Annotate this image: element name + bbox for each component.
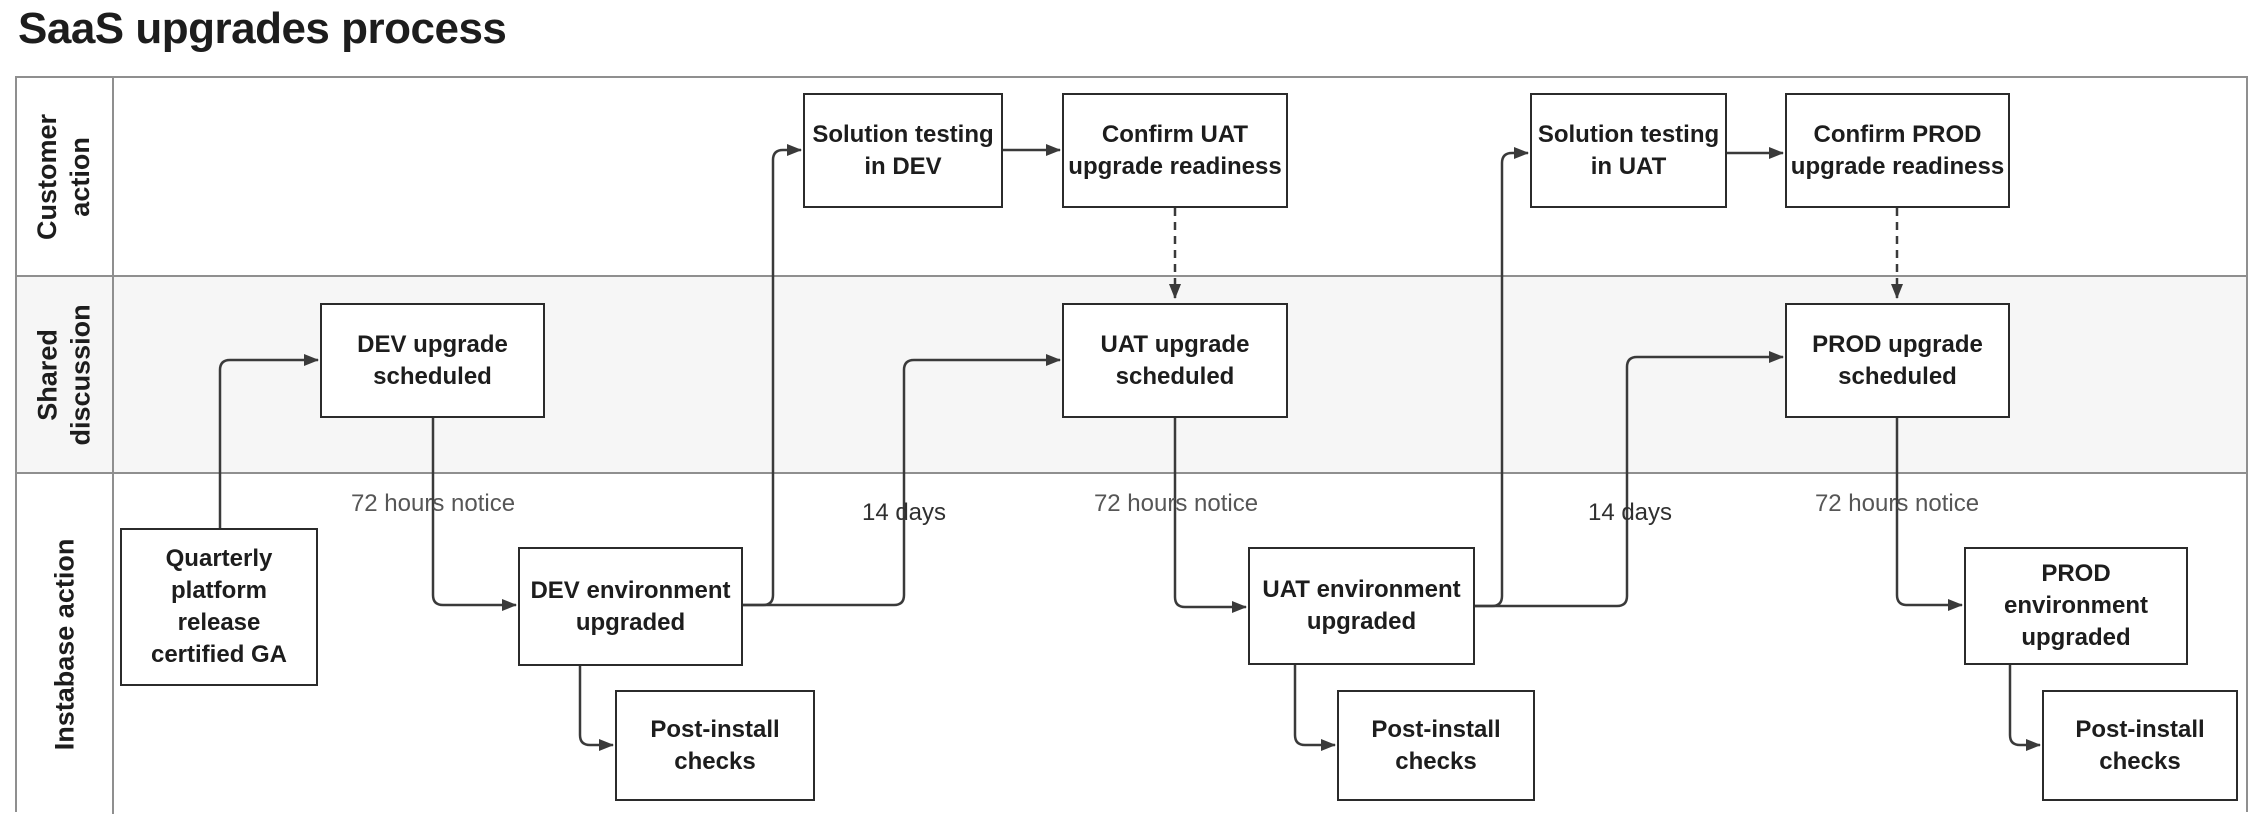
node-post-install-checks-prod: Post-install checks: [2042, 690, 2238, 801]
lane-instabase-action: Instabase action: [17, 472, 2246, 814]
edge-label-72-hours-notice-4: 72 hours notice: [1814, 490, 1980, 517]
node-solution-testing-uat: Solution testing in UAT: [1530, 93, 1727, 208]
node-post-install-checks-dev: Post-install checks: [615, 690, 815, 801]
node-solution-testing-dev: Solution testing in DEV: [803, 93, 1003, 208]
lane-label-cell-shared-discussion: Shared discussion: [17, 277, 114, 472]
edge-label-72-hours-notice-2: 72 hours notice: [1093, 490, 1259, 517]
node-confirm-uat-readiness: Confirm UAT upgrade readiness: [1062, 93, 1288, 208]
node-post-install-checks-uat: Post-install checks: [1337, 690, 1535, 801]
lane-label-cell-customer-action: Customer action: [17, 78, 114, 275]
page-title: SaaS upgrades process: [18, 4, 507, 53]
node-prod-environment-upgraded: PROD environment upgraded: [1964, 547, 2188, 665]
node-confirm-prod-readiness: Confirm PROD upgrade readiness: [1785, 93, 2010, 208]
lane-label-cell-instabase-action: Instabase action: [17, 474, 114, 814]
edge-label-72-hours-notice-0: 72 hours notice: [350, 490, 516, 517]
node-quarterly-platform-release: Quarterly platform release certified GA: [120, 528, 318, 686]
node-prod-upgrade-scheduled: PROD upgrade scheduled: [1785, 303, 2010, 418]
node-uat-upgrade-scheduled: UAT upgrade scheduled: [1062, 303, 1288, 418]
edge-label-14-days-3: 14 days: [1587, 499, 1673, 526]
edge-label-14-days-1: 14 days: [861, 499, 947, 526]
node-uat-environment-upgraded: UAT environment upgraded: [1248, 547, 1475, 665]
node-dev-upgrade-scheduled: DEV upgrade scheduled: [320, 303, 545, 418]
node-dev-environment-upgraded: DEV environment upgraded: [518, 547, 743, 666]
